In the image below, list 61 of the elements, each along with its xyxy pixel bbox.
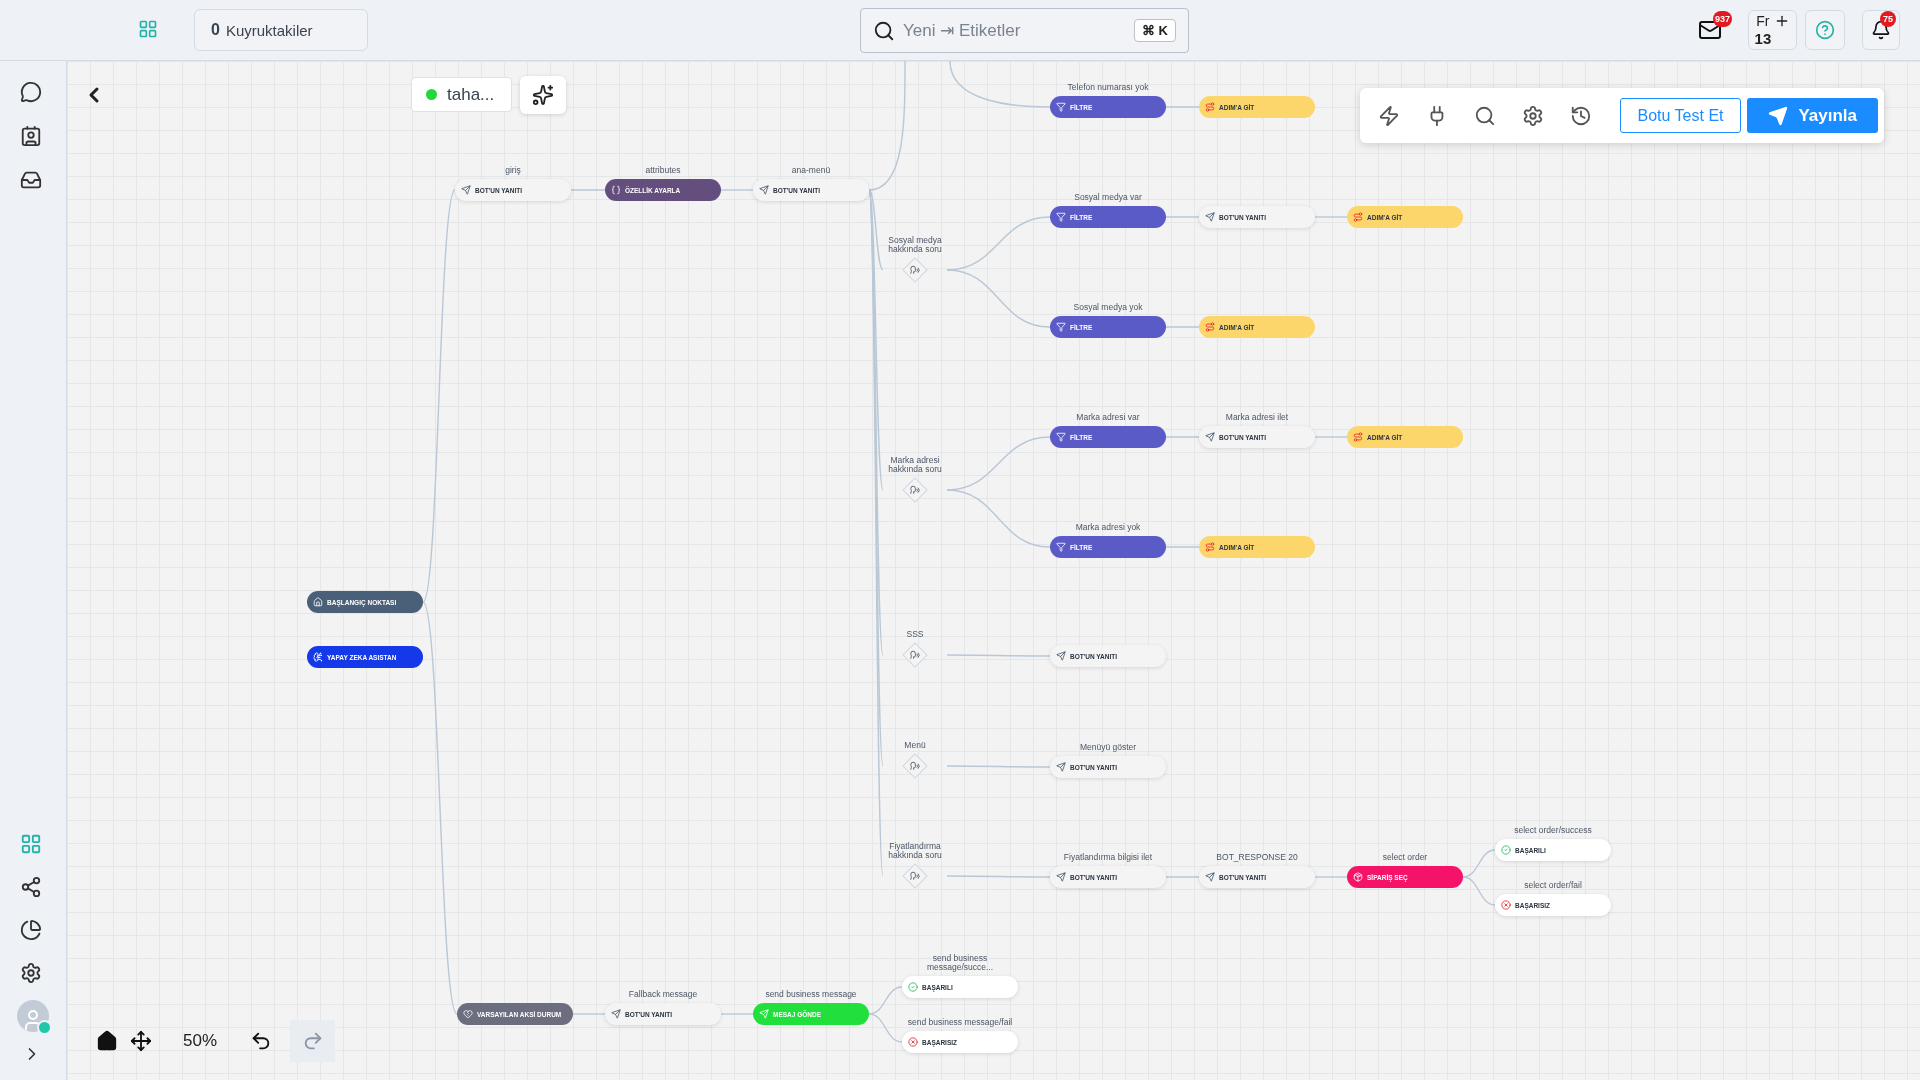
- step-title: Fiyatlandırma bilgisi ilet: [1062, 853, 1154, 862]
- connector-line: [1165, 436, 1200, 438]
- day-label: Fr: [1756, 13, 1770, 30]
- connector-line: [1462, 876, 1496, 906]
- step-title: Marka adresi hakkında soru: [887, 456, 943, 474]
- step-title: giriş: [504, 166, 522, 175]
- shortcut-key: ⌘ K: [1134, 19, 1176, 42]
- connector-line: [422, 601, 458, 1015]
- connector-line: [868, 986, 903, 1015]
- connector-line: [1314, 216, 1348, 218]
- search-field: Yeni ⇥ Etiketler ⌘ K: [860, 8, 1189, 53]
- connector-line: [1462, 849, 1496, 878]
- step-title: Sosyal medya var: [1073, 193, 1143, 202]
- step-title: Sosyal medya yok: [1072, 303, 1144, 312]
- step-title: BOT_RESPONSE 20: [1215, 853, 1299, 862]
- test-bot-button: Botu Test Et: [1619, 98, 1742, 133]
- publish-button: Yayınla: [1747, 98, 1878, 133]
- connector-line: [868, 189, 884, 271]
- step-title: Marka adresi var: [1075, 413, 1141, 422]
- connector-line: [946, 765, 1051, 768]
- step-title: Marka adresi yok: [1074, 523, 1142, 532]
- step-title: ana-menü: [790, 166, 832, 175]
- connector-line: [868, 61, 906, 191]
- step-title: select order/success: [1513, 826, 1593, 835]
- step-title: send business message: [764, 990, 858, 999]
- connector-line: [868, 1013, 903, 1043]
- step-title: attributes: [644, 166, 682, 175]
- step-title: SSS: [905, 630, 925, 639]
- connector-line: [422, 189, 456, 603]
- connector-line: [946, 654, 1051, 657]
- step-title: select order/fail: [1523, 881, 1583, 890]
- step-title: Menüyü göster: [1078, 743, 1138, 752]
- connector-line: [946, 875, 1051, 878]
- step-title: Sosyal medya hakkında soru: [887, 236, 943, 254]
- step-title: Marka adresi ilet: [1224, 413, 1290, 422]
- connector-line: [949, 61, 1051, 108]
- step-title: Fiyatlandırma hakkında soru: [887, 842, 943, 860]
- connector-line: [1314, 876, 1348, 878]
- step-title: send business message/succe...: [925, 954, 995, 972]
- step-title: select order: [1381, 853, 1429, 862]
- notification-badge: 937: [1713, 11, 1733, 27]
- connector-line: [1165, 876, 1200, 878]
- agent-name: taha...: [447, 84, 495, 105]
- step-title: Menü: [903, 741, 927, 750]
- queue-count: 0: [211, 21, 220, 39]
- connector-line: [572, 1013, 606, 1015]
- day-number: 13: [1754, 29, 1772, 47]
- queue-label: Kuyruktakiler: [225, 21, 313, 39]
- zoom-level: 50%: [183, 1031, 218, 1051]
- step-title: Telefon numarası yok: [1066, 83, 1150, 92]
- connector-line: [1165, 326, 1200, 328]
- connector-line: [720, 189, 754, 191]
- connector-line: [1165, 106, 1200, 108]
- step-title: send business message/fail: [906, 1018, 1014, 1027]
- connector-line: [946, 269, 1051, 328]
- connector-line: [946, 489, 1051, 548]
- connector-line: [1165, 216, 1200, 218]
- connector-line: [570, 189, 606, 191]
- connector-line: [1314, 436, 1348, 438]
- step-title: Fallback message: [627, 990, 699, 999]
- connector-line: [720, 1013, 754, 1015]
